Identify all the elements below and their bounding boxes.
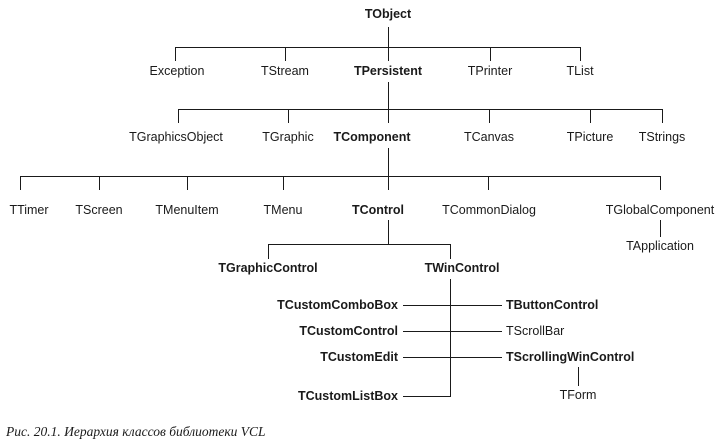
node-tcustomcombobox: TCustomComboBox bbox=[277, 298, 398, 312]
bus-level4 bbox=[268, 244, 451, 245]
tick-tcontrol bbox=[388, 176, 389, 190]
tick-tmenuitem bbox=[187, 176, 188, 190]
node-tcustomcontrol: TCustomControl bbox=[299, 324, 398, 338]
connector-tglobalcomponent-tapplication bbox=[660, 220, 661, 237]
node-tcustomlistbox: TCustomListBox bbox=[298, 389, 398, 403]
node-tcomponent: TComponent bbox=[333, 130, 411, 144]
tick-tgraphiccontrol bbox=[268, 244, 269, 259]
tick-tgraphicsobject bbox=[178, 109, 179, 123]
connector-tcomponent-down bbox=[388, 148, 389, 176]
bus-level1 bbox=[175, 47, 580, 48]
connector-row-tscrollbar bbox=[403, 331, 502, 332]
tick-tscreen bbox=[99, 176, 100, 190]
node-tcommondialog: TCommonDialog bbox=[442, 203, 536, 217]
node-tgraphiccontrol: TGraphicControl bbox=[218, 261, 318, 275]
tick-tgraphic bbox=[288, 109, 289, 123]
connector-row-tbuttoncontrol bbox=[403, 305, 502, 306]
tick-tpicture bbox=[590, 109, 591, 123]
node-exception: Exception bbox=[149, 64, 205, 78]
node-twincontrol: TWinControl bbox=[424, 261, 500, 275]
spine-twincontrol bbox=[450, 279, 451, 396]
bus-level2 bbox=[178, 109, 662, 110]
node-tscrollbar: TScrollBar bbox=[506, 324, 565, 338]
node-tobject: TObject bbox=[364, 7, 412, 21]
tick-exception bbox=[175, 47, 176, 61]
connector-tscrollingwincontrol-tform bbox=[578, 367, 579, 386]
tick-tcomponent bbox=[388, 109, 389, 123]
node-tbuttoncontrol: TButtonControl bbox=[506, 298, 599, 312]
connector-row-tscrollingwincontrol bbox=[403, 357, 502, 358]
node-tscrollingwincontrol: TScrollingWinControl bbox=[506, 350, 635, 364]
connector-tcontrol-down bbox=[388, 220, 389, 244]
tick-tmenu bbox=[283, 176, 284, 190]
node-ttimer: TTimer bbox=[9, 203, 49, 217]
node-tmenuitem: TMenuItem bbox=[155, 203, 219, 217]
node-tform: TForm bbox=[559, 388, 597, 402]
node-tgraphic: TGraphic bbox=[262, 130, 314, 144]
node-tprinter: TPrinter bbox=[467, 64, 513, 78]
node-tscreen: TScreen bbox=[75, 203, 123, 217]
tick-ttimer bbox=[20, 176, 21, 190]
tick-twincontrol bbox=[450, 244, 451, 259]
node-tmenu: TMenu bbox=[263, 203, 303, 217]
bus-level3 bbox=[20, 176, 660, 177]
node-tcontrol: TControl bbox=[351, 203, 405, 217]
node-tcanvas: TCanvas bbox=[463, 130, 515, 144]
node-tgraphicsobject: TGraphicsObject bbox=[129, 130, 223, 144]
tick-tglobalcomponent bbox=[660, 176, 661, 190]
figure-caption: Рис. 20.1. Иерархия классов библиотеки V… bbox=[6, 424, 266, 439]
node-tlist: TList bbox=[566, 64, 594, 78]
connector-row-tcustomlistbox bbox=[403, 396, 451, 397]
tick-tstrings bbox=[662, 109, 663, 123]
node-tpicture: TPicture bbox=[566, 130, 614, 144]
node-tpersistent: TPersistent bbox=[353, 64, 423, 78]
tick-tstream bbox=[285, 47, 286, 61]
tick-tprinter bbox=[490, 47, 491, 61]
connector-tobject-down bbox=[388, 27, 389, 47]
node-tstrings: TStrings bbox=[638, 130, 686, 144]
node-tstream: TStream bbox=[261, 64, 309, 78]
node-tcustomedit: TCustomEdit bbox=[320, 350, 398, 364]
connector-tpersistent-down bbox=[388, 82, 389, 109]
node-tglobalcomponent: TGlobalComponent bbox=[605, 203, 715, 217]
node-tapplication: TApplication bbox=[626, 239, 694, 253]
tick-tpersistent bbox=[388, 47, 389, 61]
tick-tlist bbox=[580, 47, 581, 61]
tick-tcommondialog bbox=[488, 176, 489, 190]
tick-tcanvas bbox=[489, 109, 490, 123]
